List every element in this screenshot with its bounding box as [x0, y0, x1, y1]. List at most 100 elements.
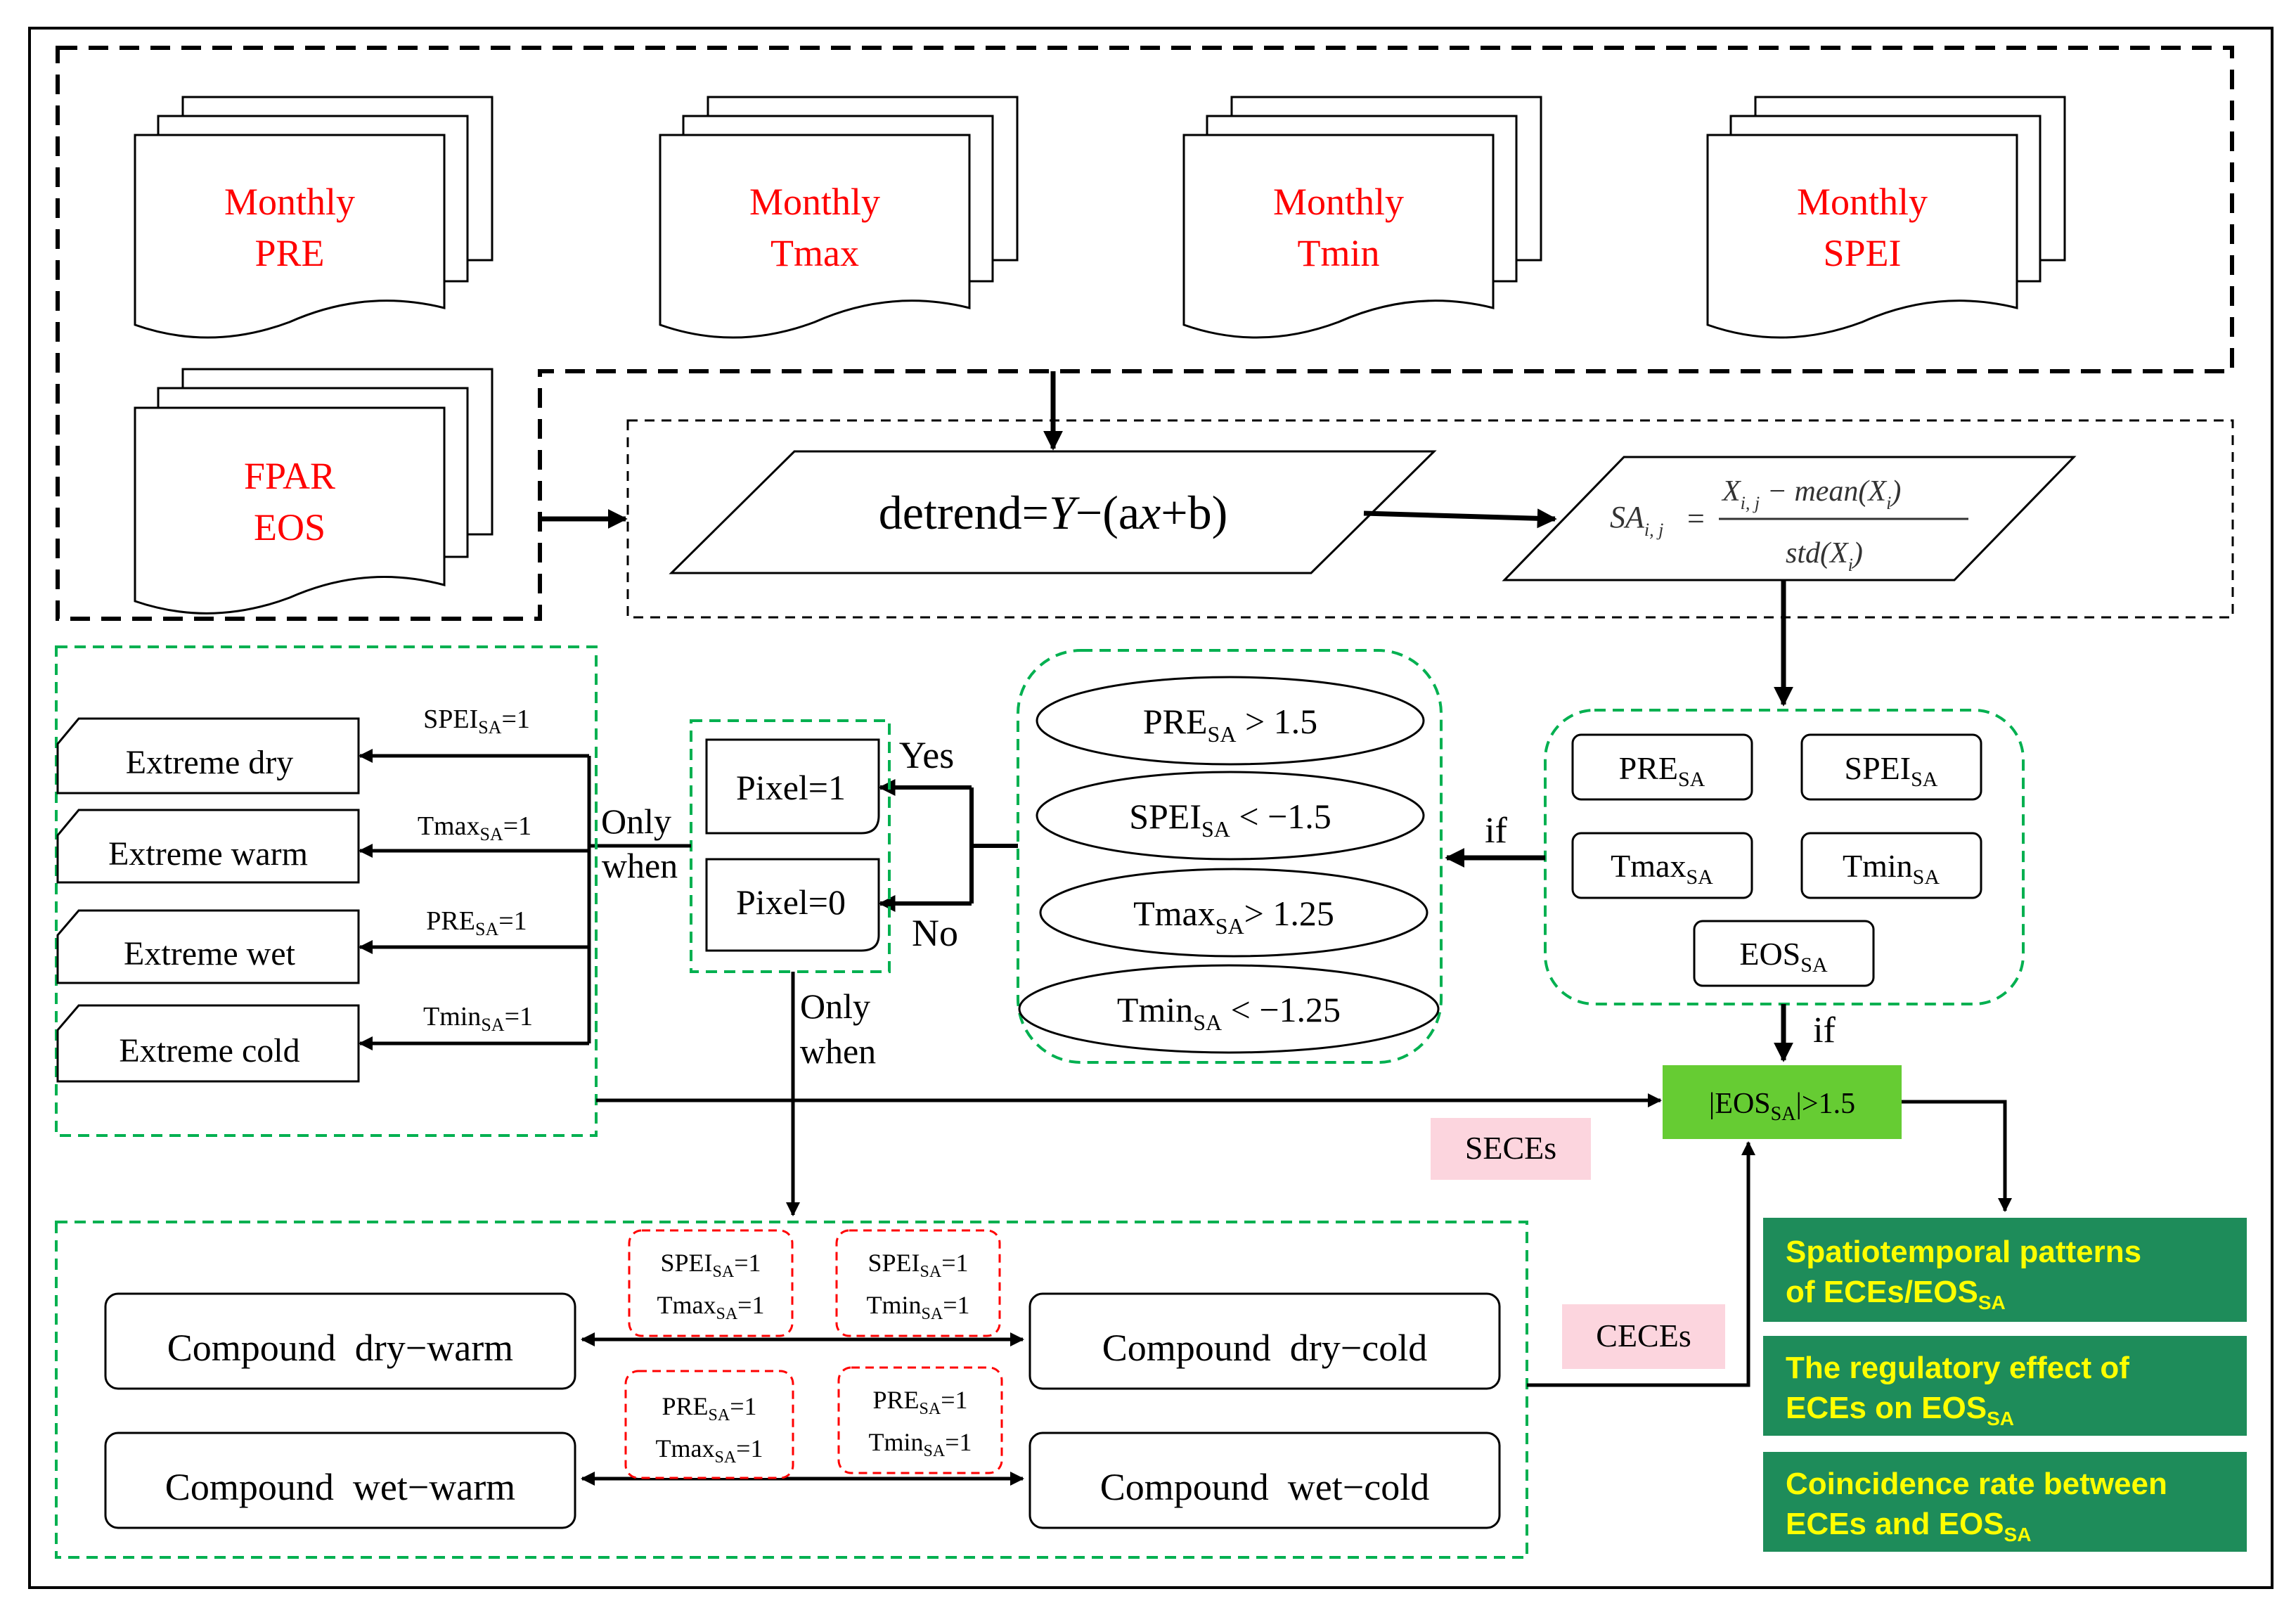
extreme-wet-box: Extreme wet [56, 909, 360, 984]
cond-extreme-dry: SPEISA=1 [423, 705, 530, 738]
svg-text:Compound dry−warm: Compound dry−warm [167, 1327, 513, 1369]
only-when-left-1: Only [601, 802, 671, 841]
svg-text:TminSA < −1.25: TminSA < −1.25 [1117, 990, 1341, 1035]
ceces-label-box [1562, 1304, 1725, 1369]
sa-var-tmin: TminSA [1800, 832, 1982, 899]
doc-stack-tmax: Monthly Tmax [659, 96, 1019, 339]
threshold-tmax: TmaxSA> 1.25 [1039, 868, 1428, 958]
svg-text:ECEs and EOSSA: ECEs and EOSSA [1786, 1507, 2031, 1545]
extreme-cold-box: Extreme cold [56, 1004, 360, 1083]
eos-check-box [1663, 1065, 1902, 1139]
compound-group [55, 1221, 1528, 1559]
svg-text:PRESA > 1.5: PRESA > 1.5 [1143, 702, 1317, 747]
svg-text:TminSA: TminSA [1843, 848, 1940, 889]
svg-text:SPEISA: SPEISA [1845, 750, 1938, 791]
svg-text:SPEISA < −1.5: SPEISA < −1.5 [1129, 797, 1331, 842]
svg-text:Spatiotemporal patterns: Spatiotemporal patterns [1786, 1235, 2141, 1269]
output-spatiotemporal: Spatiotemporal patterns of ECEs/EOSSA [1763, 1218, 2247, 1322]
svg-text:Extreme cold: Extreme cold [119, 1032, 299, 1069]
cond-extreme-cold: TminSA=1 [423, 1002, 533, 1035]
svg-text:Compound wet−warm: Compound wet−warm [165, 1466, 515, 1508]
svg-text:TmaxSA: TmaxSA [1611, 848, 1713, 889]
svg-text:Pixel=1: Pixel=1 [736, 768, 846, 807]
doc-pre-line2: PRE [254, 232, 324, 274]
arrow-to-outputs [1902, 1100, 2012, 1212]
doc-tmax-line1: Monthly [749, 181, 880, 223]
compound-wet-warm-box: Compound wet−warm [104, 1432, 576, 1529]
sa-var-pre: PRESA [1571, 733, 1753, 801]
if-label-eos: if [1813, 1010, 1836, 1050]
svg-text:PRESA=1: PRESA=1 [662, 1392, 756, 1424]
output-coincidence-rate: Coincidence rate between ECEs and EOSSA [1763, 1452, 2247, 1552]
doc-fpar-line2: EOS [254, 506, 325, 548]
arrow-detrend-to-sa [1363, 508, 1557, 529]
svg-text:TmaxSA=1: TmaxSA=1 [657, 1291, 765, 1323]
svg-text:PRESA=1: PRESA=1 [872, 1386, 967, 1418]
svg-text:=: = [1687, 501, 1705, 536]
svg-text:TmaxSA> 1.25: TmaxSA> 1.25 [1133, 894, 1334, 939]
doc-tmax-line2: Tmax [770, 232, 859, 274]
svg-text:Xi, j − mean(Xi): Xi, j − mean(Xi) [1721, 475, 1901, 513]
detrend-box [669, 450, 1437, 574]
input-data-region [56, 46, 2234, 621]
pixel-zero-box: Pixel=0 [705, 858, 880, 952]
doc-spei-line1: Monthly [1797, 181, 1928, 223]
svg-text:ECEs on EOSSA: ECEs on EOSSA [1786, 1391, 2014, 1429]
svg-text:Compound dry−cold: Compound dry−cold [1102, 1327, 1427, 1369]
doc-tmin-line2: Tmin [1298, 232, 1380, 274]
thresholds-group [1017, 649, 1443, 1064]
detrend-formula: detrend=Y−(ax+b) [879, 486, 1227, 539]
doc-fpar-line1: FPAR [244, 455, 335, 497]
compound-wet-cold-box: Compound wet−cold [1028, 1432, 1501, 1529]
seces-label: SECEs [1465, 1130, 1556, 1166]
doc-stack-pre: Monthly PRE [134, 96, 494, 339]
svg-text:Coincidence rate between: Coincidence rate between [1786, 1467, 2167, 1501]
compound-cond-wet-warm: PRESA=1 TmaxSA=1 [624, 1370, 794, 1479]
compound-dry-warm-box: Compound dry−warm [104, 1292, 576, 1390]
yes-label: Yes [899, 734, 955, 776]
threshold-tmin: TminSA < −1.25 [1018, 964, 1440, 1054]
threshold-pre: PRESA > 1.5 [1036, 676, 1425, 766]
cond-extreme-warm: TmaxSA=1 [418, 811, 531, 844]
doc-stack-fpar: FPAR EOS [134, 368, 494, 615]
svg-text:EOSSA: EOSSA [1739, 936, 1828, 977]
svg-text:TminSA=1: TminSA=1 [869, 1428, 972, 1460]
pixel-one-box: Pixel=1 [705, 738, 880, 835]
seces-label-box [1431, 1118, 1591, 1180]
ceces-label: CECEs [1596, 1318, 1691, 1353]
eos-check-label: |EOSSA|>1.5 [1709, 1088, 1855, 1125]
no-label: No [912, 912, 958, 954]
svg-text:Extreme wet: Extreme wet [124, 935, 296, 972]
svg-text:Extreme warm: Extreme warm [108, 835, 308, 873]
extreme-dry-box: Extreme dry [56, 717, 360, 795]
sa-var-tmax: TmaxSA [1571, 832, 1753, 899]
compound-cond-wet-cold: PRESA=1 TminSA=1 [837, 1366, 1003, 1474]
only-when-left-2: when [602, 846, 678, 885]
svg-text:SAi, j: SAi, j [1610, 500, 1663, 540]
svg-text:Pixel=0: Pixel=0 [736, 882, 846, 922]
cond-extreme-wet: PRESA=1 [426, 906, 527, 939]
output-regulatory-effect: The regulatory effect of ECEs on EOSSA [1763, 1336, 2247, 1436]
extreme-warm-box: Extreme warm [56, 809, 360, 884]
outer-frame [28, 27, 2274, 1589]
compound-cond-dry-warm: SPEISA=1 TmaxSA=1 [628, 1229, 794, 1337]
doc-tmin-line1: Monthly [1273, 181, 1404, 223]
svg-text:SPEISA=1: SPEISA=1 [868, 1249, 968, 1281]
only-when-bottom-1: Only [800, 986, 870, 1026]
svg-text:TminSA=1: TminSA=1 [867, 1291, 970, 1323]
svg-text:std(Xi): std(Xi) [1786, 537, 1863, 575]
svg-text:PRESA: PRESA [1619, 750, 1705, 791]
threshold-spei: SPEISA < −1.5 [1036, 771, 1425, 861]
svg-text:Extreme dry: Extreme dry [126, 744, 294, 781]
compound-cond-dry-cold: SPEISA=1 TminSA=1 [835, 1229, 1001, 1337]
extremes-group [55, 645, 598, 1137]
sa-var-spei: SPEISA [1800, 733, 1982, 801]
only-when-bottom-2: when [800, 1031, 876, 1071]
sa-formula: SAi, j = Xi, j − mean(Xi) std(Xi) [1610, 475, 1968, 575]
processing-region [626, 419, 2234, 619]
doc-stack-spei: Monthly SPEI [1706, 96, 2066, 339]
svg-text:The regulatory effect of: The regulatory effect of [1786, 1351, 2129, 1385]
arrow-ceces [1527, 1141, 1755, 1387]
compound-dry-cold-box: Compound dry−cold [1028, 1292, 1501, 1390]
